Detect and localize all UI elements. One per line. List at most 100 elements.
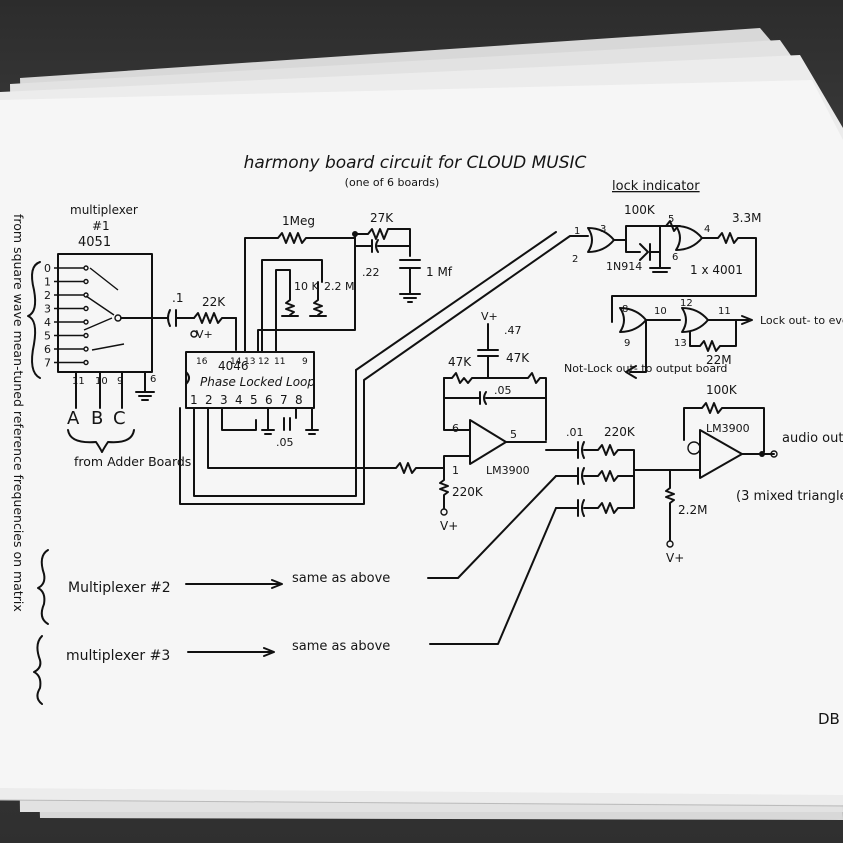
svg-text:LM3900: LM3900 bbox=[486, 464, 530, 477]
signature: DB bbox=[818, 710, 840, 728]
pll-top-pin: 11 bbox=[274, 357, 285, 367]
lock-gate-pin: 2 bbox=[572, 254, 578, 265]
svg-text:1Meg: 1Meg bbox=[282, 214, 315, 228]
pll-bottom-pin: 7 bbox=[280, 393, 288, 407]
svg-text:27K: 27K bbox=[370, 211, 394, 225]
svg-text:220K: 220K bbox=[452, 485, 484, 499]
mux2-label: Multiplexer #2 bbox=[68, 580, 171, 596]
svg-text:V+: V+ bbox=[481, 310, 498, 323]
svg-text:1: 1 bbox=[452, 464, 459, 477]
svg-text:V+: V+ bbox=[196, 328, 213, 341]
bottom-rows: Multiplexer #2 same as above multiplexer… bbox=[33, 475, 557, 705]
svg-text:6: 6 bbox=[452, 422, 459, 435]
svg-text:6: 6 bbox=[150, 374, 156, 385]
lock-gate-pin: 8 bbox=[622, 304, 628, 315]
lock-indicator: lock indicator 100K 3.3M 1N914 1 x 4001 … bbox=[564, 179, 843, 379]
svg-text:100K: 100K bbox=[706, 383, 738, 397]
svg-text:10 K: 10 K bbox=[294, 280, 319, 293]
mux3-label: multiplexer #3 bbox=[66, 648, 170, 664]
pll-top-pin: 9 bbox=[302, 357, 308, 367]
lock-gate-pin: 1 bbox=[574, 226, 580, 237]
mux3-target: same as above bbox=[292, 639, 390, 654]
mux-input-2: 2 bbox=[44, 289, 51, 302]
pll-chip: 4046 bbox=[218, 359, 249, 373]
timing-network: 1Meg 27K .22 1 Mf 10 K 2.2 M bbox=[244, 211, 453, 353]
pll-top-pin: 12 bbox=[258, 357, 269, 367]
diagram-subtitle: (one of 6 boards) bbox=[345, 176, 440, 189]
svg-text:.22: .22 bbox=[362, 266, 380, 279]
lock-gate-pin: 13 bbox=[674, 338, 687, 349]
mux1-chip: 4051 bbox=[78, 235, 111, 250]
mux-input-0: 0 bbox=[44, 262, 51, 275]
svg-text:V+: V+ bbox=[666, 551, 684, 565]
lock-gate-pin: 12 bbox=[680, 298, 693, 309]
mux-input-3: 3 bbox=[44, 303, 51, 316]
svg-text:2.2 M: 2.2 M bbox=[324, 280, 354, 293]
svg-text:.05: .05 bbox=[494, 384, 512, 397]
svg-text:11: 11 bbox=[72, 376, 85, 387]
lock-gate-pin: 3 bbox=[600, 224, 606, 235]
lock-gate-pin: 6 bbox=[672, 252, 678, 263]
side-note: from square wave mean-tuned reference fr… bbox=[11, 214, 26, 612]
svg-text:5: 5 bbox=[510, 428, 517, 441]
mux-input-6: 6 bbox=[44, 343, 51, 356]
mux-input-5: 5 bbox=[44, 330, 51, 343]
svg-text:1 Mf: 1 Mf bbox=[426, 265, 453, 279]
from-adder-boards: from Adder Boards bbox=[74, 454, 191, 469]
pll-bottom-pin: 4 bbox=[235, 393, 243, 407]
svg-text:#1: #1 bbox=[92, 219, 110, 233]
pll-top-pin: 16 bbox=[196, 357, 208, 367]
lock-gate-pin: 11 bbox=[718, 306, 731, 317]
pll-bottom-pin: 5 bbox=[250, 393, 258, 407]
lock-gate-pin: 10 bbox=[654, 306, 667, 317]
svg-text:22M: 22M bbox=[706, 353, 732, 367]
lock-title: lock indicator bbox=[612, 179, 700, 194]
pll-name: Phase Locked Loop bbox=[200, 375, 315, 389]
svg-text:.05: .05 bbox=[276, 436, 294, 449]
not-lock-out: Not-Lock out- to output board bbox=[564, 362, 727, 375]
mux-input-1: 1 bbox=[44, 276, 51, 289]
audio-output: audio output bbox=[782, 431, 843, 446]
svg-text:47K: 47K bbox=[506, 351, 530, 365]
svg-text:1 x 4001: 1 x 4001 bbox=[690, 263, 743, 277]
mux-input-4: 4 bbox=[44, 316, 51, 329]
svg-text:1N914: 1N914 bbox=[606, 260, 642, 273]
svg-text:10: 10 bbox=[95, 376, 108, 387]
svg-text:100K: 100K bbox=[624, 203, 656, 217]
select-label-c: C bbox=[113, 408, 126, 429]
svg-text:.47: .47 bbox=[504, 324, 522, 337]
lock-gate-pin: 9 bbox=[624, 338, 630, 349]
lock-gate-pin: 5 bbox=[668, 214, 674, 225]
svg-text:multiplexer: multiplexer bbox=[70, 203, 138, 217]
pll-bottom-pin: 2 bbox=[205, 393, 213, 407]
select-label-b: B bbox=[91, 408, 103, 429]
opamp-1: V+ .47 47K 47K .05 6 5 1 LM3900 220K V+ bbox=[369, 310, 547, 533]
lock-gate-pin: 4 bbox=[704, 224, 710, 235]
svg-text:.1: .1 bbox=[172, 291, 183, 305]
pll-top-pin: 14 bbox=[230, 357, 242, 367]
diagram-title: harmony board circuit for CLOUD MUSIC bbox=[244, 153, 587, 173]
svg-text:220K: 220K bbox=[604, 425, 636, 439]
pll-bottom-pin: 3 bbox=[220, 393, 228, 407]
paper-stack bbox=[0, 28, 843, 820]
select-label-a: A bbox=[67, 408, 80, 429]
opamp-2: 100K LM3900 audio output (3 mixed triang… bbox=[669, 383, 843, 504]
input-coupling: .1 22K V+ bbox=[167, 291, 237, 341]
svg-text:.01: .01 bbox=[566, 426, 584, 439]
mixer: .01 220K 2.2M V+ bbox=[545, 425, 707, 565]
svg-text:3.3M: 3.3M bbox=[732, 211, 761, 225]
mixed-waves-note: (3 mixed triangle waves) bbox=[736, 489, 843, 504]
svg-text:LM3900: LM3900 bbox=[706, 422, 750, 435]
svg-text:22K: 22K bbox=[202, 295, 226, 309]
svg-text:9: 9 bbox=[117, 376, 123, 387]
pll-bottom-pin: 8 bbox=[295, 393, 303, 407]
mux-input-7: 7 bbox=[44, 357, 51, 370]
pll-bottom-wiring: .05 bbox=[179, 231, 589, 505]
svg-text:47K: 47K bbox=[448, 355, 472, 369]
pll-bottom-pin: 6 bbox=[265, 393, 273, 407]
mux2-target: same as above bbox=[292, 571, 390, 586]
